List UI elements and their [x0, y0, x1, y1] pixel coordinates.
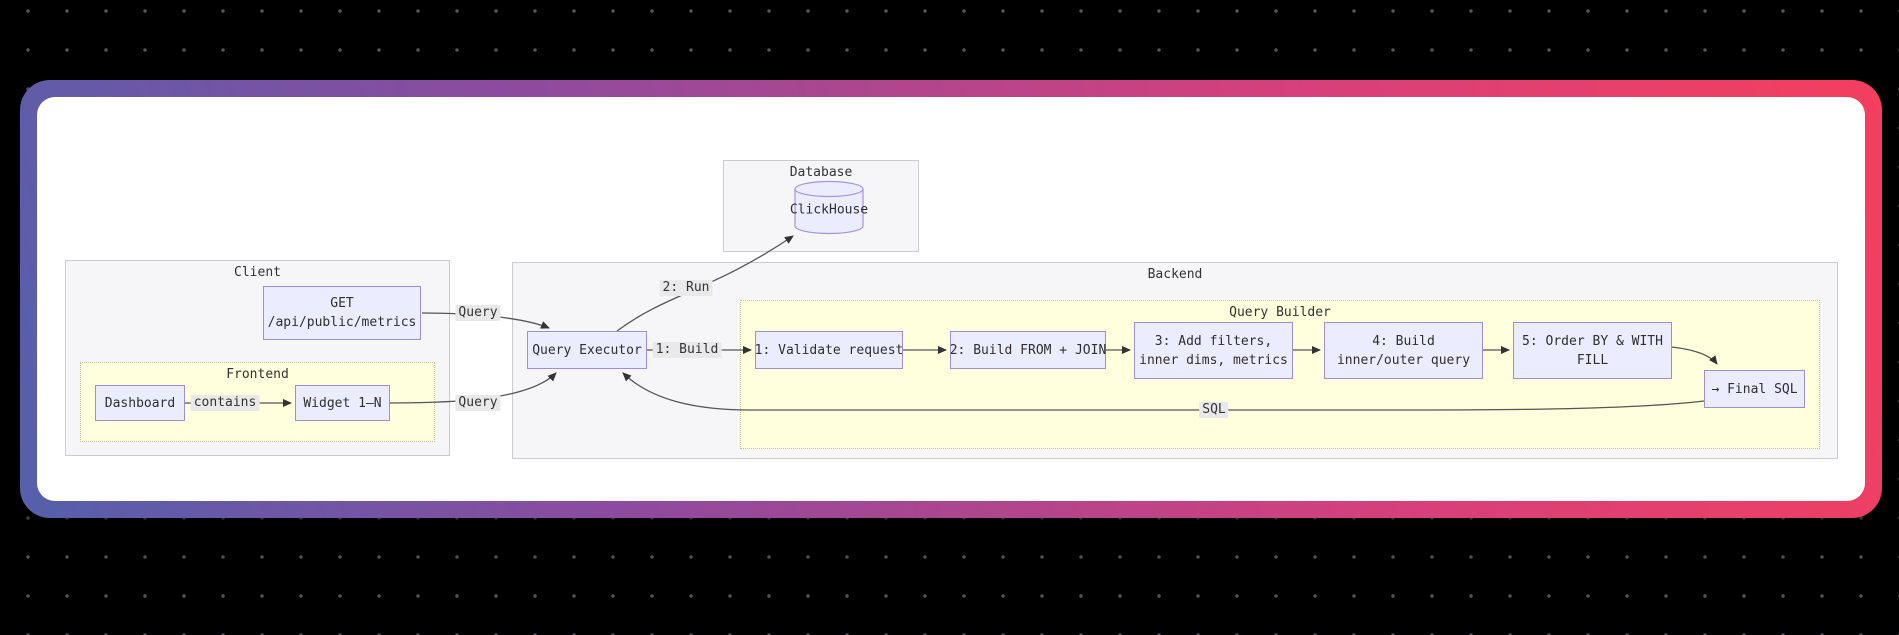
- cluster-client-title: Client: [234, 265, 281, 280]
- edge-final-to-executor-sql: [622, 372, 1705, 411]
- cluster-frontend-title: Frontend: [226, 367, 289, 382]
- edge-label-run: 2: Run: [659, 280, 713, 296]
- node-step4-line1: 4: Build: [1372, 333, 1435, 349]
- node-step4-line2: inner/outer query: [1336, 352, 1471, 368]
- node-step5-line2: FILL: [1576, 352, 1609, 368]
- node-widget-label: Widget 1–N: [303, 395, 382, 411]
- node-step1: 1: Validate request: [755, 331, 903, 369]
- cluster-query-builder-title: Query Builder: [1229, 305, 1331, 320]
- edge-label-query-top: Query: [455, 305, 501, 321]
- edge-label-contains: contains: [190, 395, 260, 411]
- cluster-database-title: Database: [789, 165, 853, 180]
- node-clickhouse-label: ClickHouse: [789, 202, 869, 218]
- node-dashboard-label: Dashboard: [104, 395, 176, 411]
- edge-label-sql: SQL: [1199, 402, 1229, 418]
- node-step5: 5: Order BY & WITH FILL: [1513, 322, 1672, 379]
- node-widget: Widget 1–N: [295, 385, 390, 421]
- node-step3-line2: inner dims, metrics: [1139, 352, 1288, 368]
- edge-label-query-bottom: Query: [455, 395, 501, 411]
- node-step3: 3: Add filters, inner dims, metrics: [1134, 322, 1293, 379]
- cluster-database: Database: [723, 160, 919, 252]
- node-query-executor-label: Query Executor: [532, 342, 642, 358]
- node-query-executor: Query Executor: [527, 331, 647, 369]
- cluster-backend-title: Backend: [1147, 267, 1203, 282]
- node-step1-label: 1: Validate request: [754, 342, 904, 358]
- node-step4: 4: Build inner/outer query: [1324, 322, 1483, 379]
- node-step2-label: 2: Build FROM + JOIN: [949, 342, 1107, 358]
- node-dashboard: Dashboard: [95, 385, 185, 421]
- node-get-api: GET /api/public/metrics: [263, 286, 421, 340]
- database-cylinder-icon: [794, 180, 864, 235]
- node-step5-line1: 5: Order BY & WITH: [1522, 333, 1663, 349]
- node-get-api-line1: GET: [330, 296, 354, 311]
- node-get-api-line2: /api/public/metrics: [267, 315, 417, 330]
- edge-step5-to-final: [1671, 346, 1718, 365]
- edge-label-build: 1: Build: [652, 342, 722, 358]
- node-step2: 2: Build FROM + JOIN: [950, 331, 1106, 369]
- node-final-sql-label: → Final SQL: [1711, 381, 1798, 397]
- node-final-sql: → Final SQL: [1704, 370, 1805, 408]
- node-step3-line1: 3: Add filters,: [1154, 333, 1273, 349]
